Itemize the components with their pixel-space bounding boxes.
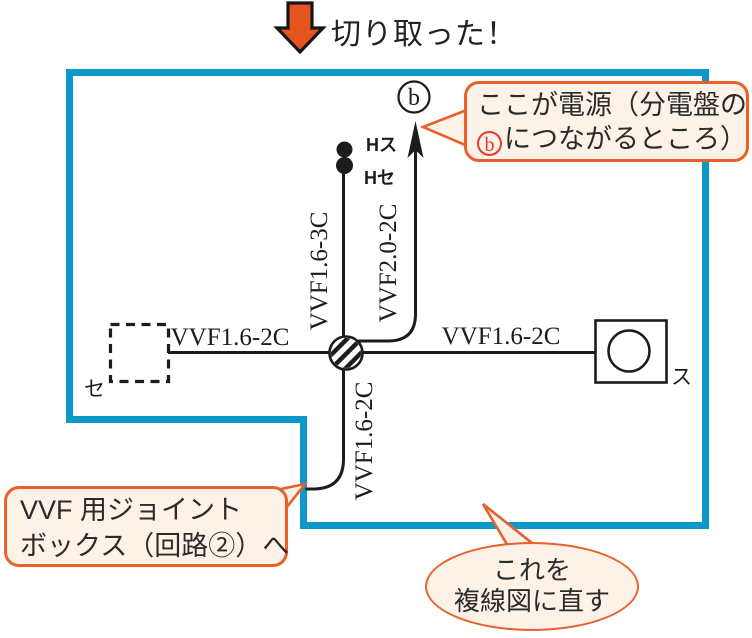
diagram-frame [66, 69, 709, 529]
jointbox-callout-line2: ボックス（回路②）へ [20, 531, 290, 561]
wire-drop-to-jointbox [305, 369, 345, 491]
lamp-device-label: ス [671, 366, 692, 389]
switch-top-symbol [336, 141, 353, 158]
wire-label-drop: VVF1.6-2C [351, 382, 378, 501]
power-callout-line2-text: につながるところ） [504, 124, 747, 154]
redraw-callout: これを 複線図に直す [425, 542, 639, 631]
wire-label-switch-riser: VVF1.6-3C [306, 212, 333, 331]
wire-label-source-riser: VVF2.0-2C [375, 204, 402, 323]
lamp-device-circle [607, 329, 651, 373]
switch-bottom-label: Hセ [364, 168, 395, 188]
wire-label-right: VVF1.6-2C [442, 323, 561, 350]
junction-box-hatching [331, 338, 361, 368]
cutout-arrow-icon [273, 1, 327, 55]
power-callout-line1: ここが電源（分電盤の [477, 90, 747, 120]
wiring-diagram: b Hス Hセ セ ス VVF1.6-2C VVF1.6-2C VVF1.6-3… [66, 69, 709, 549]
switch-top-label: Hス [366, 135, 397, 155]
terminal-b-label: b [408, 85, 420, 111]
circled-b-badge: b [477, 131, 502, 156]
header-title: 切り取った！ [331, 18, 517, 51]
wire-label-left: VVF1.6-2C [171, 324, 290, 351]
terminal-b-circle [397, 80, 431, 114]
dashed-device-label: セ [84, 378, 105, 401]
jointbox-callout-line1: VVF 用ジョイント [20, 495, 243, 525]
dashed-device-box [108, 322, 171, 384]
redraw-callout-line2: 複線図に直す [453, 586, 610, 616]
wire-source-riser [358, 150, 417, 343]
switch-bottom-symbol [336, 157, 353, 174]
jointbox-callout: VVF 用ジョイント ボックス（回路②）へ [4, 486, 290, 567]
redraw-callout-line1: これを [492, 555, 571, 585]
source-arrowhead-icon [407, 121, 424, 158]
